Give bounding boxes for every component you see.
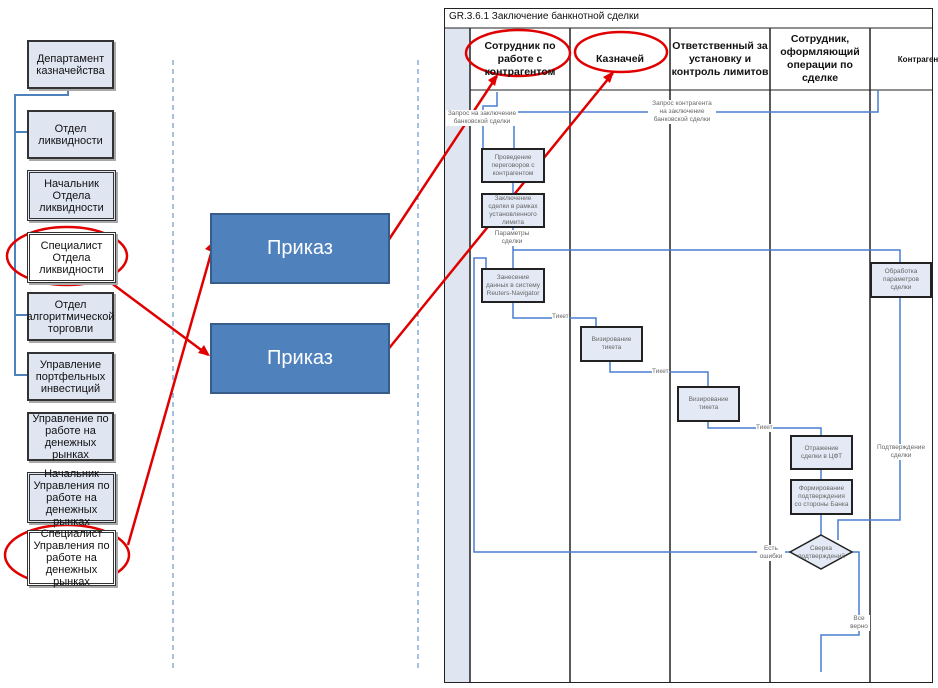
highlight-ellipse (464, 28, 572, 78)
flow-label: Тикет (652, 368, 669, 376)
process-title: GR.3.6.1 Заключение банкнотной сделки (449, 11, 639, 22)
step-check: Сверка подтверждений (798, 545, 845, 560)
org-box-liquidity-dept: Отдел ликвидности (27, 110, 114, 159)
highlight-arrow (384, 75, 499, 245)
order-box: Приказ (210, 213, 390, 284)
flow-label: Тикет (552, 313, 569, 321)
org-box-liquidity-specialist: Специалист Отдела ликвидности (27, 232, 116, 283)
highlight-ellipse (5, 225, 129, 287)
flow-label: Запрос контрагента на заключение банковс… (648, 100, 716, 124)
step-conclude: Заключение сделки в рамках установленног… (481, 193, 545, 228)
flow-label: Подтверждение сделки (872, 444, 930, 460)
lane-header: Ответственный за установку и контроль ли… (671, 39, 769, 78)
org-box-money-markets-specialist: Специалист Управления по работе на денеж… (27, 528, 116, 588)
flow-label: Все верно (848, 615, 870, 631)
step-enter-data: Занесение данных в систему Reuters-Navig… (481, 268, 545, 303)
lane-header: Сотрудник по работе с контрагентом (484, 39, 556, 78)
lane-header: Казначей (595, 52, 645, 65)
step-confirm: Формирование подтверждения со стороны Ба… (790, 479, 853, 515)
org-connector (14, 85, 69, 376)
flow-label: Есть ошибки (757, 545, 785, 561)
flow-label: Параметры сделки (492, 230, 532, 246)
org-box-money-markets: Управление по работе на денежных рынках (27, 412, 114, 461)
process-frame (444, 8, 933, 683)
org-box-portfolio: Управление портфельных инвестиций (27, 352, 114, 401)
step-record: Отражение сделки в ЦФТ (790, 435, 853, 470)
decision-diamond (788, 534, 854, 570)
org-box-liquidity-head: Начальник Отдела ликвидности (27, 170, 116, 221)
step-visa-treasurer: Визирование тикета (580, 326, 643, 362)
flow-label: Запрос на заключение банковской сделки (446, 110, 518, 126)
highlight-arrow (109, 280, 209, 357)
step-negotiation: Проведение переговоров с контрагентом (481, 148, 545, 183)
highlight-ellipse (573, 30, 669, 74)
lane-header: Контрагент (897, 54, 938, 64)
lane-header: Сотрудник, оформляющий операции по сделк… (780, 33, 860, 84)
highlight-arrow (126, 242, 216, 546)
org-box-treasury: Департамент казначейства (27, 40, 114, 89)
step-visa-limits: Визирование тикета (677, 386, 740, 422)
org-box-money-markets-head: Начальник Управления по работе на денежн… (27, 468, 116, 528)
step-process-params: Обработка параметров сделки (870, 262, 932, 298)
order-box: Приказ (210, 323, 390, 394)
flow-lines (473, 90, 901, 672)
org-box-algo-trading: Отдел алгоритмической торговли (27, 292, 115, 341)
flow-label: Тикет (756, 424, 773, 432)
